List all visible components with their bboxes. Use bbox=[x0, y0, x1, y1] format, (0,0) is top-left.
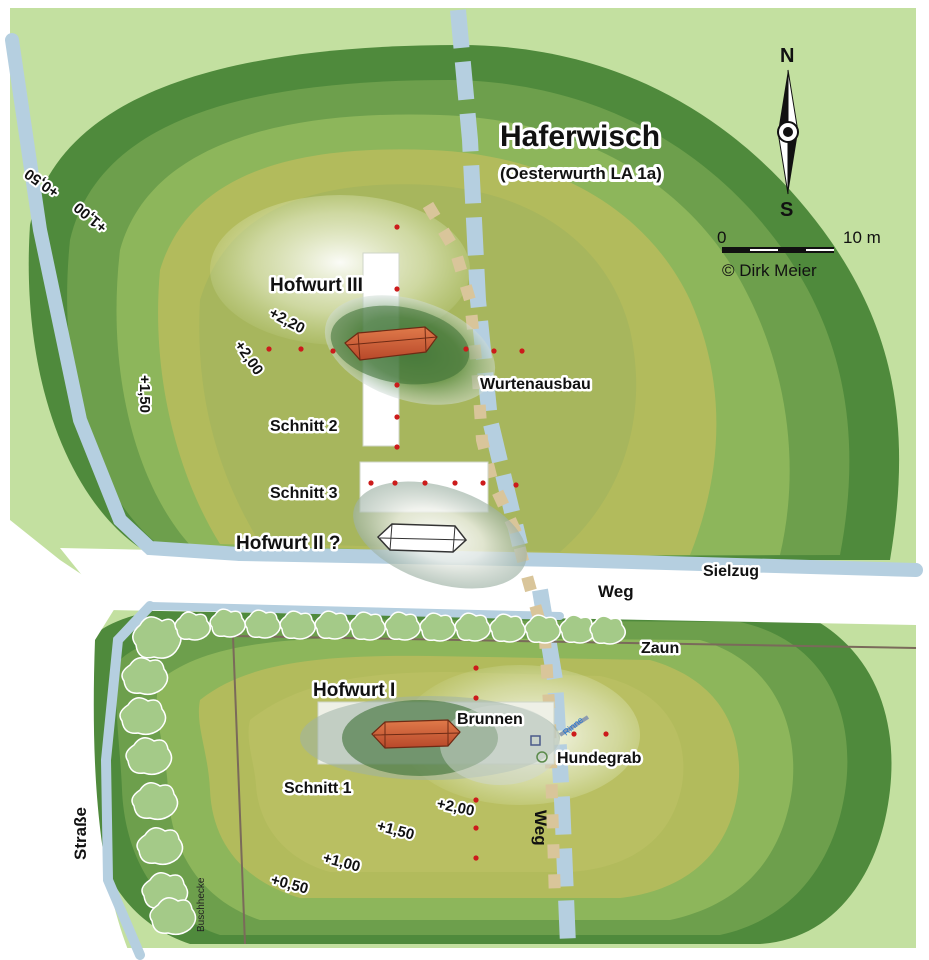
scale-bar: 0 10 m © Dirk Meier bbox=[717, 228, 881, 280]
label-hofwurt-3: Hofwurt III bbox=[270, 275, 363, 296]
ditch-south-west bbox=[100, 601, 155, 960]
compass-south-label: S bbox=[780, 199, 793, 221]
map-labels: Haferwisch (Oesterwurth LA 1a) Hofwurt I… bbox=[19, 117, 761, 932]
strasse-road bbox=[10, 520, 130, 955]
houses bbox=[344, 326, 468, 749]
ditch-south-top bbox=[146, 602, 564, 620]
brunnen-icon bbox=[530, 735, 541, 746]
contour-north-150: +1,50 bbox=[136, 375, 153, 413]
hedge-row bbox=[174, 608, 626, 645]
mounds bbox=[300, 295, 560, 785]
label-strasse: Straße bbox=[71, 807, 90, 860]
water-channels bbox=[5, 33, 923, 960]
house-hofwurt-1 bbox=[371, 719, 461, 749]
compass-north-label: N bbox=[780, 45, 794, 67]
buschhecke-bushes bbox=[119, 616, 197, 936]
map-subtitle: (Oesterwurth LA 1a) bbox=[500, 164, 662, 183]
compass-rose: N S bbox=[777, 45, 799, 221]
dashed-channel bbox=[450, 9, 576, 946]
label-zaun: Zaun bbox=[641, 640, 679, 657]
ditch-west bbox=[5, 33, 247, 561]
map-title: Haferwisch bbox=[500, 120, 660, 153]
hundegrab-icon bbox=[536, 751, 548, 763]
label-schnitt-2: Schnitt 2 bbox=[270, 418, 338, 435]
label-wurtenausbau: Wurtenausbau bbox=[480, 376, 591, 393]
house-hofwurt-3 bbox=[344, 326, 438, 361]
scale-start-label: 0 bbox=[717, 228, 726, 247]
label-brunnen: Brunnen bbox=[457, 711, 523, 728]
rinne-icon bbox=[558, 715, 590, 737]
house-hofwurt-2 bbox=[376, 523, 468, 553]
credit-label: © Dirk Meier bbox=[722, 261, 817, 280]
label-hundegrab: Hundegrab bbox=[557, 750, 642, 767]
label-hofwurt-1: Hofwurt I bbox=[313, 680, 395, 701]
label-weg-vertical: Weg bbox=[531, 810, 550, 846]
feature-markers bbox=[530, 715, 590, 763]
label-schnitt-3: Schnitt 3 bbox=[270, 485, 338, 502]
label-weg-horizontal: Weg bbox=[598, 582, 634, 601]
label-hofwurt-2: Hofwurt II ? bbox=[236, 533, 340, 554]
drill-points bbox=[266, 224, 609, 861]
label-sielzug: Sielzug bbox=[703, 563, 759, 580]
label-buschhecke: Buschhecke bbox=[196, 877, 207, 932]
scale-end-label: 10 m bbox=[843, 228, 881, 247]
sielzug-channel bbox=[233, 547, 923, 577]
north-wurt bbox=[28, 45, 900, 560]
label-schnitt-1: Schnitt 1 bbox=[284, 780, 352, 797]
